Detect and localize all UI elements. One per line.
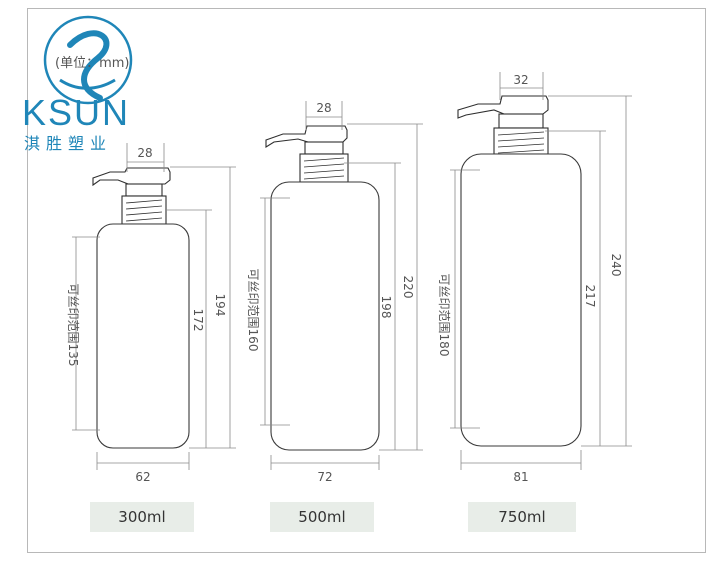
capacity-label-750ml: 750ml — [468, 502, 576, 532]
bottle-body — [270, 181, 380, 451]
body-height-label: 172 — [191, 309, 205, 332]
capacity-label-500ml: 500ml — [270, 502, 374, 532]
bottle-500ml — [260, 101, 423, 470]
drawing-frame — [27, 8, 706, 553]
pump-actuator — [92, 167, 171, 187]
print-range-label: 可丝印范围180 — [437, 274, 451, 357]
unit-note: (单位：mm) — [55, 56, 130, 71]
pump-collar — [304, 141, 344, 155]
total-height-label: 194 — [213, 294, 227, 317]
body-height-label: 198 — [379, 296, 393, 319]
pump-collar — [498, 113, 544, 129]
brand-logo-text: KSUN — [22, 92, 131, 133]
bottle-750ml — [450, 72, 632, 470]
pump-collar — [125, 183, 163, 197]
pump-width-label: 28 — [137, 146, 152, 160]
body-width-label: 72 — [317, 470, 332, 484]
print-range-label: 可丝印范围135 — [66, 284, 80, 367]
pump-width-label: 32 — [513, 73, 528, 87]
total-height-label: 220 — [401, 276, 415, 299]
pump-actuator — [457, 95, 549, 119]
bottle-body — [96, 223, 190, 449]
body-width-label: 81 — [513, 470, 528, 484]
total-height-label: 240 — [609, 254, 623, 277]
body-height-label: 217 — [583, 285, 597, 308]
pump-width-label: 28 — [316, 101, 331, 115]
logo-mark-icon — [43, 15, 133, 105]
brand-logo-cn: 淇胜塑业 — [24, 134, 113, 153]
bottle-300ml — [72, 143, 236, 470]
print-range-label: 可丝印范围160 — [246, 269, 260, 352]
capacity-label-300ml: 300ml — [90, 502, 194, 532]
bottle-body — [460, 153, 582, 447]
body-width-label: 62 — [135, 470, 150, 484]
